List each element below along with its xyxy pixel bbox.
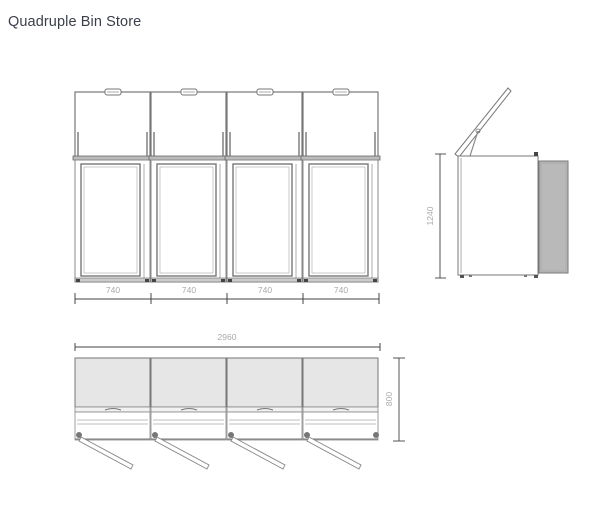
- bay-width-label: 740: [106, 285, 120, 295]
- total-width-label: 2960: [218, 332, 237, 342]
- bay-width-label: 740: [258, 285, 272, 295]
- total-width-dimension: 2960: [74, 332, 381, 351]
- depth-label: 800: [384, 392, 394, 406]
- page-title: Quadruple Bin Store: [8, 14, 142, 30]
- bay-width-label: 740: [182, 285, 196, 295]
- bay-width-dimension: 740 740 740 740: [74, 285, 380, 304]
- side-view: [454, 87, 569, 278]
- bay-width-label: 740: [334, 285, 348, 295]
- top-view: [74, 357, 379, 470]
- depth-dimension: 800: [384, 357, 405, 442]
- height-dimension: 1240: [425, 153, 446, 279]
- height-label: 1240: [425, 206, 435, 225]
- front-view: [72, 88, 381, 283]
